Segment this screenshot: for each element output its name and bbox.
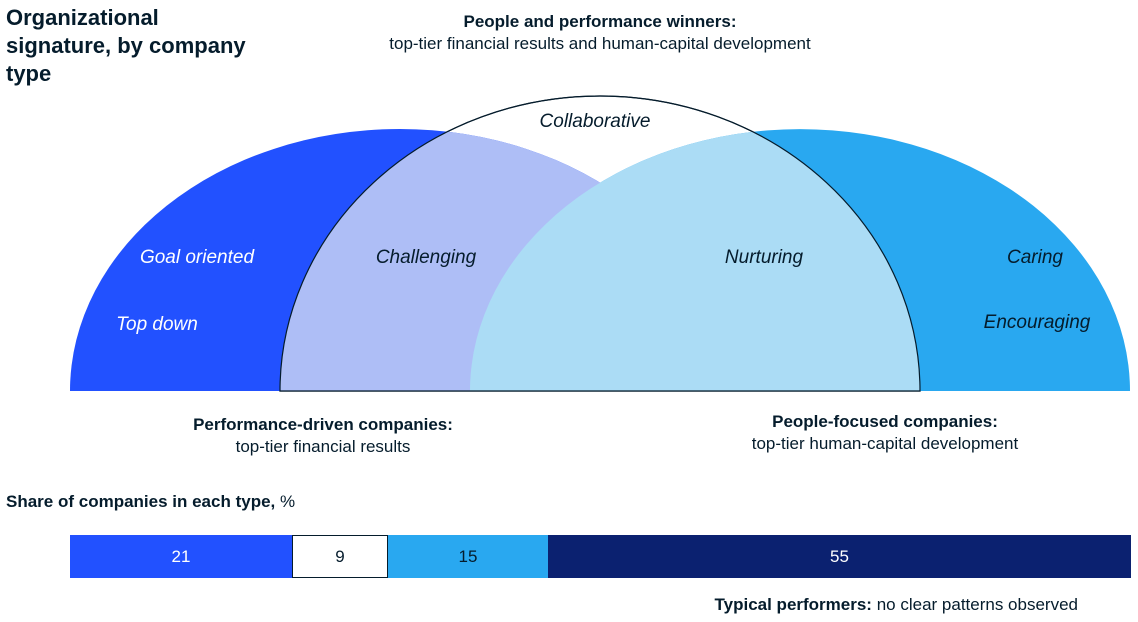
typical-performers-heading: Typical performers: — [714, 595, 872, 614]
trait-encouraging: Encouraging — [984, 312, 1091, 333]
share-bar: 21 9 15 55 — [70, 535, 1131, 578]
nurturing-overlap — [470, 129, 920, 391]
trait-caring: Caring — [1007, 247, 1063, 268]
share-segment-label: 9 — [335, 546, 345, 566]
trait-goal-oriented: Goal oriented — [140, 247, 256, 268]
collaborative-region — [279, 95, 921, 392]
people-and-performance-heading: People and performance winners: — [463, 12, 737, 31]
trait-nurturing: Nurturing — [725, 247, 804, 268]
trait-top-down: Top down — [116, 314, 198, 335]
people-and-performance-detail: top-tier financial results and human-cap… — [389, 34, 811, 53]
share-segment-label: 15 — [458, 546, 478, 566]
people-focused-detail: top-tier human-capital development — [751, 434, 1019, 453]
typical-performers-detail: no clear patterns observed — [871, 595, 1078, 614]
people-and-performance-caption: People and performance winners: top-tier… — [300, 11, 900, 55]
organizational-signature-diagram: Goal oriented Top down Challenging Colla… — [70, 95, 1130, 392]
page-title: Organizational signature, by company typ… — [6, 5, 246, 86]
share-segment: 21 — [70, 535, 292, 578]
performance-driven-heading: Performance-driven companies: — [193, 415, 453, 434]
share-title: Share of companies in each type, % — [6, 492, 295, 512]
share-segment: 55 — [548, 535, 1131, 578]
typical-performers-caption: Typical performers: no clear patterns ob… — [560, 595, 1078, 615]
trait-challenging: Challenging — [376, 247, 477, 268]
people-focused-heading: People-focused companies: — [772, 412, 998, 431]
people-focused-caption: People-focused companies: top-tier human… — [685, 411, 1085, 455]
performance-driven-caption: Performance-driven companies: top-tier f… — [123, 414, 523, 458]
share-segment: 15 — [388, 535, 548, 578]
share-segment: 9 — [292, 535, 388, 578]
performance-driven-detail: top-tier financial results — [235, 437, 411, 456]
share-title-unit: % — [275, 492, 296, 511]
trait-collaborative: Collaborative — [540, 111, 651, 132]
share-segment-label: 21 — [171, 546, 191, 566]
share-title-text: Share of companies in each type, — [6, 492, 276, 511]
share-segment-label: 55 — [830, 546, 849, 566]
